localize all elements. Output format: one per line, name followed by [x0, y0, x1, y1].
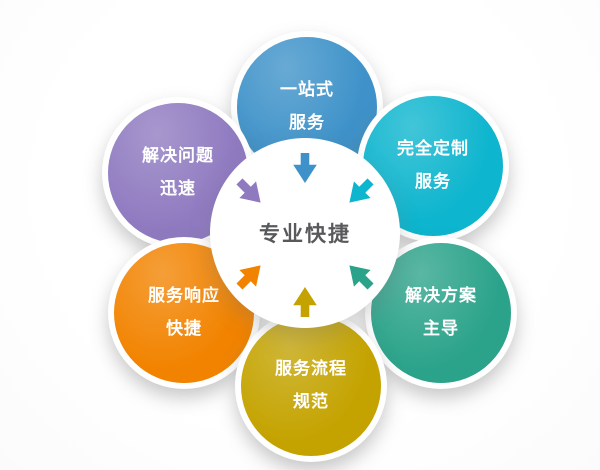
node-label-line: 一站式	[280, 80, 334, 100]
node-label-line: 快捷	[166, 319, 202, 339]
node-label-line: 服务流程	[275, 359, 347, 379]
node-label-line: 规范	[293, 392, 329, 412]
node-label-line: 迅速	[160, 179, 196, 199]
node-label-line: 解决问题	[142, 146, 214, 166]
node-standard-service-process: 服务流程 规范	[235, 310, 387, 462]
node-label-line: 完全定制	[397, 139, 469, 159]
center-label: 专业快捷	[259, 222, 351, 246]
node-label-line: 主导	[423, 319, 459, 339]
node-fast-service-response: 服务响应 快捷	[108, 237, 260, 389]
node-label-line: 服务	[289, 113, 325, 133]
node-label-line: 服务	[415, 172, 451, 192]
node-label-line: 服务响应	[148, 286, 220, 306]
node-label-line: 解决方案	[405, 286, 477, 306]
center-circle: 专业快捷	[210, 138, 400, 328]
